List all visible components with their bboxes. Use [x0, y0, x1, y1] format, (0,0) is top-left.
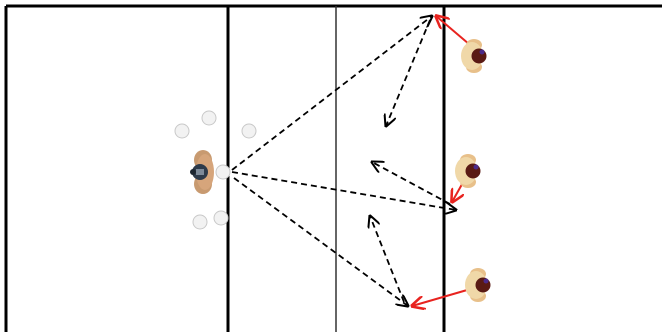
- server-player-icon: [190, 150, 214, 194]
- volleyball-icon: [241, 123, 257, 139]
- volleyball-icon: [201, 110, 217, 126]
- volleyball-icon: [215, 164, 231, 180]
- receiver-bottom-movement: [412, 287, 475, 306]
- serve-trajectory-middle: [231, 171, 456, 210]
- receiver-bottom-icon: [465, 268, 491, 302]
- volleyball-icon: [213, 210, 229, 226]
- ball-cart: [174, 110, 257, 230]
- volleyball-icon: [174, 123, 190, 139]
- serve-trajectory-top: [231, 16, 432, 171]
- volleyball-icon: [192, 214, 208, 230]
- ball-trajectories: [231, 16, 456, 306]
- serve-trajectory-bottom: [233, 177, 408, 306]
- pass-trajectory-bottom: [370, 216, 405, 303]
- pass-trajectory-middle: [372, 162, 451, 205]
- court: [4, 4, 662, 332]
- receiver-middle-icon: [455, 154, 481, 188]
- pass-trajectory-top: [386, 19, 431, 126]
- receiver-top-icon: [461, 39, 487, 73]
